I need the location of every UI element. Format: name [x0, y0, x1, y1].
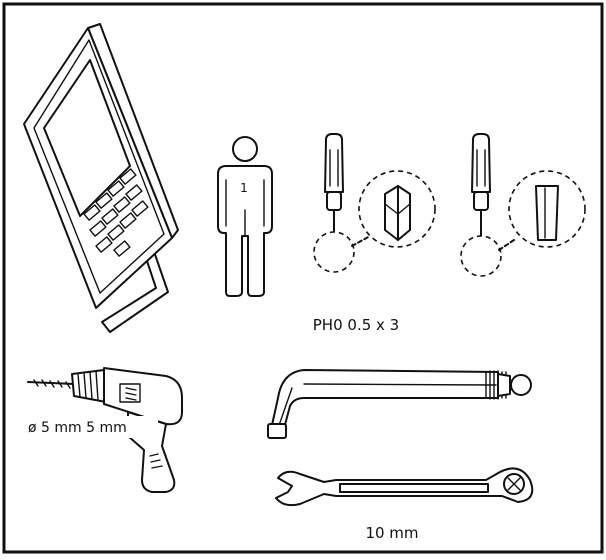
person-icon [217, 136, 273, 297]
phillips-tip-circle [313, 231, 355, 273]
person-count-label: 1 [240, 181, 248, 195]
wrench-spec-label: 10 mm [365, 524, 418, 542]
wrench-icon [275, 467, 534, 507]
flat-tip-detail [535, 185, 559, 241]
hex-key-icon [267, 369, 532, 439]
drill-spec-label: ø 5 mm 5 mm [28, 420, 127, 436]
tablet-keypad [83, 168, 149, 257]
drill-spec-background [24, 416, 158, 438]
screwdriver-spec-label: PH0 0.5 x 3 [313, 316, 399, 334]
tablet-device-icon [23, 23, 179, 333]
phillips-tip-detail [384, 185, 411, 241]
flat-tip-circle [460, 235, 502, 277]
